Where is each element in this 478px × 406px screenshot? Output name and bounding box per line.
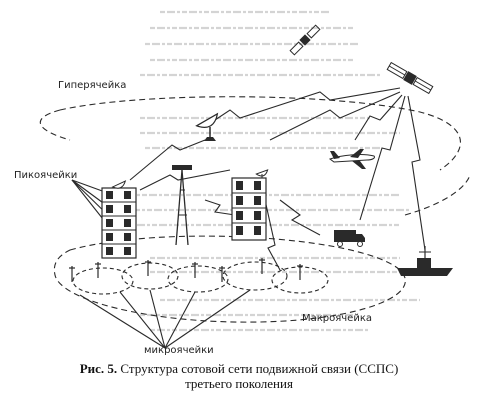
truck-icon: [334, 230, 365, 247]
figure-caption: Рис. 5. Структура сотовой сети подвижной…: [0, 361, 478, 391]
link-sat-dish2: [269, 91, 401, 141]
link-sat-ship: [407, 95, 426, 251]
antenna-icon: [69, 258, 303, 282]
satellite-icon: [386, 61, 434, 95]
airplane-icon: [328, 149, 375, 169]
link-sat-dish: [214, 87, 401, 121]
microcell-1: [72, 267, 134, 295]
macrocell-label: Макроячейка: [302, 313, 373, 324]
ship-icon: [397, 246, 453, 276]
satellite-dish-icon: [195, 112, 219, 141]
microcell-pointers: [79, 289, 251, 349]
microcell-2: [121, 262, 179, 290]
link-building-truck: [279, 199, 321, 236]
caption-prefix: Рис. 5.: [79, 361, 118, 376]
link-macro: [264, 199, 281, 271]
satellite-icon: [289, 24, 321, 56]
microcells-label: микроячейки: [144, 345, 214, 356]
link-sat-plane: [354, 94, 403, 141]
picocells-label: Пикоячейки: [14, 170, 78, 181]
caption-line1: Структура сотовой сети подвижной связи (…: [120, 361, 399, 376]
building-icon: [231, 169, 269, 241]
microcell-4: [222, 261, 288, 291]
link-pico-building: [139, 169, 231, 191]
hypercell-boundary: [59, 96, 461, 171]
microcell-3: [167, 265, 229, 293]
building-icon: [101, 180, 137, 259]
tower-icon: [172, 165, 192, 246]
link-sat-truck: [359, 95, 406, 221]
link-tower-building: [204, 199, 236, 216]
hypercell-label: Гиперячейка: [58, 80, 127, 91]
caption-line2: третьего поколения: [185, 376, 293, 391]
link-dish-pico: [129, 139, 206, 181]
